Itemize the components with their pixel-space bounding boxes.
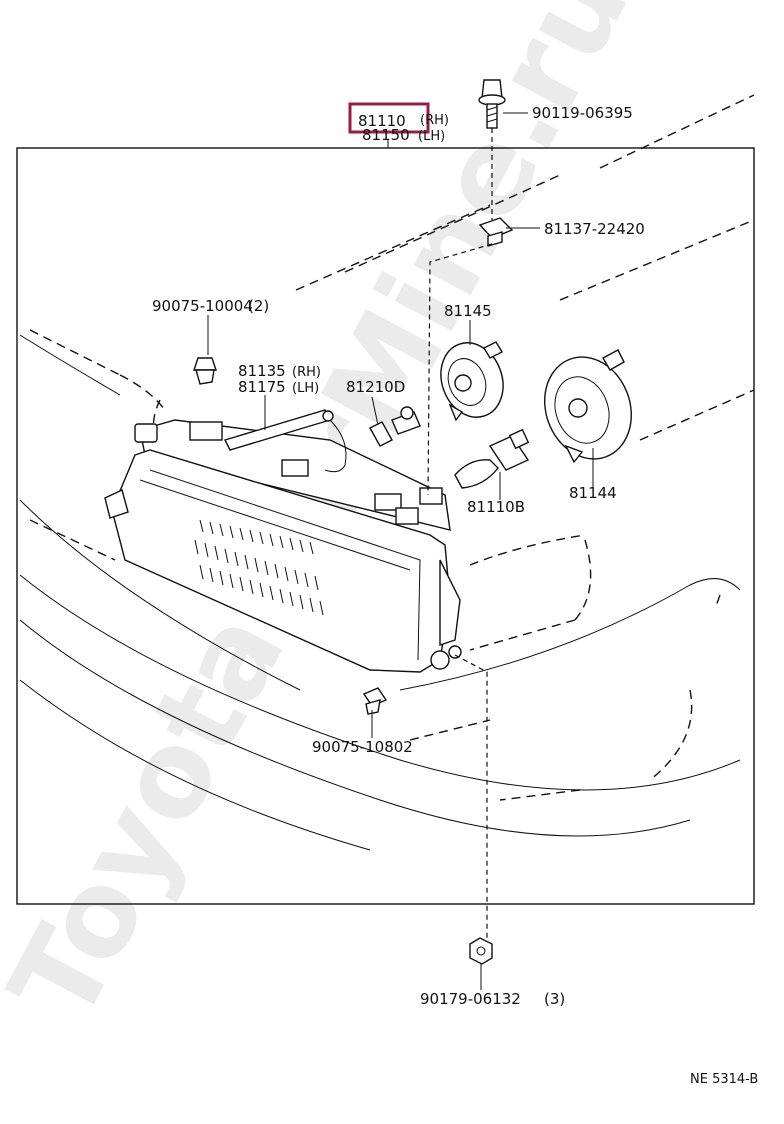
label-81150[interactable]: 81150 (362, 126, 410, 144)
reflector-large-icon (544, 349, 632, 464)
diagram-frame (16, 147, 755, 905)
small-bulb-icon (369, 406, 421, 447)
label-90179-06132[interactable]: 90179-06132 (420, 990, 521, 1008)
nut-axis-line (427, 243, 493, 496)
headlamp-assembly (104, 409, 462, 673)
label-81110b[interactable]: 81110B (467, 498, 525, 516)
label-81144[interactable]: 81144 (569, 484, 617, 502)
label-81135-note: (RH) (292, 365, 321, 380)
label-81210d[interactable]: 81210D (346, 378, 405, 396)
label-81175[interactable]: 81175 (238, 378, 286, 396)
clip-nut-icon (478, 217, 514, 247)
headlamp-bulb-icon (454, 428, 530, 489)
grommet-icon (362, 687, 388, 715)
nut-icon (469, 937, 493, 965)
car-body-outline (29, 94, 755, 801)
label-81135[interactable]: 81135 (238, 362, 286, 380)
label-90075-10802[interactable]: 90075-10802 (312, 738, 413, 756)
label-90119-06395[interactable]: 90119-06395 (532, 104, 633, 122)
label-81145[interactable]: 81145 (444, 302, 492, 320)
label-90179-06132-qty: (3) (544, 990, 565, 1008)
lower-nut-axis-line (454, 654, 488, 940)
label-81110-note: (RH) (420, 113, 449, 128)
bolt-icon (478, 79, 506, 129)
leader-lines (207, 112, 594, 990)
label-81110[interactable]: 81110 (358, 112, 406, 130)
label-90075-10004-qty: (2) (248, 297, 269, 315)
reflector-small-icon (440, 341, 504, 422)
label-81150-note: (LH) (418, 129, 445, 144)
footer-code: NE 5314-B (690, 1072, 758, 1087)
highlight-box (348, 102, 430, 134)
clip-icon (193, 357, 217, 385)
bumper-outline (19, 334, 741, 851)
part-labels: 81110 (RH) 81150 (LH) 90119-06395 81137-… (152, 102, 645, 1008)
label-81137-22420[interactable]: 81137-22420 (544, 220, 645, 238)
label-81175-note: (LH) (292, 381, 319, 396)
label-90075-10004[interactable]: 90075-10004 (152, 297, 253, 315)
